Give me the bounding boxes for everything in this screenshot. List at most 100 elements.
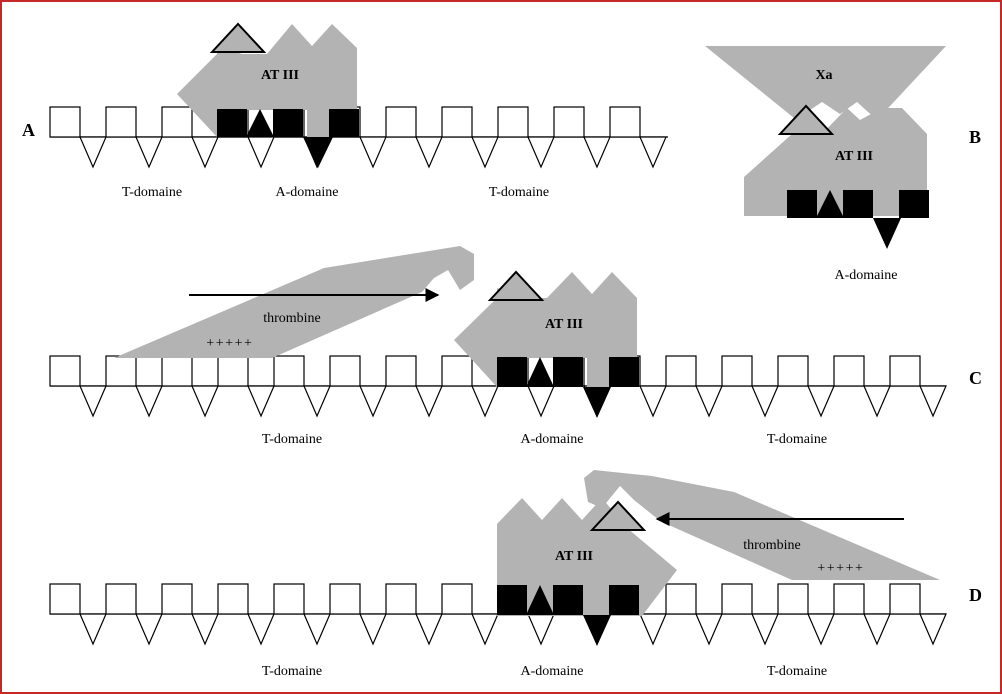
thrombin-label-d: thrombine bbox=[743, 538, 801, 553]
saccharide-triangle bbox=[247, 136, 275, 169]
saccharide-triangle bbox=[415, 136, 443, 169]
saccharide-triangle bbox=[247, 385, 275, 418]
panel-letter-d: D bbox=[969, 585, 982, 605]
saccharide-triangle bbox=[639, 385, 667, 418]
saccharide-triangle bbox=[135, 385, 163, 418]
saccharide-triangle bbox=[583, 136, 611, 169]
saccharide-triangle bbox=[79, 136, 107, 169]
panel-c: thrombine +++++ AT III C T-domaine A-dom… bbox=[49, 246, 982, 447]
t-domain-label-c-right: T-domaine bbox=[767, 432, 827, 447]
saccharide-square bbox=[161, 355, 193, 387]
positive-charges-c: +++++ bbox=[205, 336, 252, 351]
saccharide-square bbox=[721, 583, 753, 615]
at3-binding-triangle-d bbox=[589, 500, 647, 531]
saccharide-square bbox=[665, 583, 697, 615]
saccharide-square bbox=[441, 583, 473, 615]
at3-label-d: AT III bbox=[555, 549, 593, 564]
t-domain-label-a-left: T-domaine bbox=[122, 185, 182, 200]
at3-label-b: AT III bbox=[835, 149, 873, 164]
panel-a: AT III A T-domaine A-domaine T-domaine bbox=[22, 22, 668, 200]
saccharide-square bbox=[385, 355, 417, 387]
saccharide-square bbox=[777, 583, 809, 615]
saccharide-square bbox=[777, 355, 809, 387]
saccharide-triangle bbox=[471, 136, 499, 169]
saccharide-triangle bbox=[79, 385, 107, 418]
saccharide-square bbox=[161, 583, 193, 615]
saccharide-triangle bbox=[695, 385, 723, 418]
saccharide-triangle bbox=[863, 613, 891, 646]
saccharide-triangle bbox=[471, 613, 499, 646]
saccharide-square bbox=[217, 583, 249, 615]
saccharide-triangle bbox=[807, 385, 835, 418]
saccharide-square bbox=[889, 583, 921, 615]
at3-protein-b bbox=[744, 108, 927, 216]
saccharide-triangle bbox=[527, 613, 555, 646]
thrombin-protein-c bbox=[114, 246, 474, 358]
saccharide-triangle bbox=[191, 385, 219, 418]
saccharide-square bbox=[441, 355, 473, 387]
a-domain-label-a: A-domaine bbox=[276, 185, 339, 200]
saccharide-square bbox=[329, 355, 361, 387]
panel-letter-b: B bbox=[969, 127, 981, 147]
saccharide-square bbox=[665, 355, 697, 387]
saccharide-triangle bbox=[359, 136, 387, 169]
saccharide-square bbox=[49, 106, 81, 138]
saccharide-triangle bbox=[751, 385, 779, 418]
a-domain-label-d: A-domaine bbox=[521, 664, 584, 679]
saccharide-square bbox=[609, 106, 641, 138]
t-domain-label-a-right: T-domaine bbox=[489, 185, 549, 200]
pentasaccharide-c bbox=[497, 357, 639, 418]
saccharide-triangle bbox=[919, 613, 947, 646]
at3-label-a: AT III bbox=[261, 68, 299, 83]
saccharide-triangle bbox=[919, 385, 947, 418]
saccharide-square bbox=[889, 355, 921, 387]
saccharide-triangle bbox=[415, 385, 443, 418]
saccharide-triangle bbox=[135, 613, 163, 646]
factor-xa-protein bbox=[705, 46, 946, 122]
at3-binding-triangle-c bbox=[487, 270, 545, 301]
saccharide-triangle bbox=[135, 136, 163, 169]
saccharide-square bbox=[161, 106, 193, 138]
saccharide-square bbox=[49, 355, 81, 387]
panel-d: thrombine +++++ AT III D T-domaine A-dom… bbox=[49, 470, 982, 679]
saccharide-square bbox=[833, 583, 865, 615]
saccharide-square bbox=[217, 355, 249, 387]
pentasaccharide-a bbox=[217, 109, 359, 168]
thrombin-protein-d bbox=[584, 470, 940, 580]
saccharide-triangle bbox=[359, 385, 387, 418]
panel-b: Xa AT III B A-domaine bbox=[705, 46, 981, 283]
saccharide-square bbox=[105, 583, 137, 615]
saccharide-triangle bbox=[359, 613, 387, 646]
saccharide-square bbox=[105, 355, 137, 387]
saccharide-square bbox=[833, 355, 865, 387]
pentasaccharide-d bbox=[497, 585, 639, 646]
saccharide-triangle bbox=[415, 613, 443, 646]
at3-binding-triangle-b bbox=[777, 104, 835, 135]
saccharide-triangle bbox=[639, 136, 667, 169]
a-domain-label-b: A-domaine bbox=[835, 268, 898, 283]
saccharide-square bbox=[329, 583, 361, 615]
saccharide-square bbox=[273, 583, 305, 615]
saccharide-square bbox=[385, 583, 417, 615]
t-domain-label-c-left: T-domaine bbox=[262, 432, 322, 447]
saccharide-square bbox=[385, 106, 417, 138]
at3-label-c: AT III bbox=[545, 317, 583, 332]
at3-binding-triangle-a bbox=[209, 22, 267, 53]
saccharide-triangle bbox=[79, 613, 107, 646]
saccharide-square bbox=[497, 106, 529, 138]
saccharide-triangle bbox=[527, 136, 555, 169]
panel-letter-a: A bbox=[22, 120, 35, 140]
saccharide-triangle bbox=[863, 385, 891, 418]
saccharide-square bbox=[721, 355, 753, 387]
saccharide-square bbox=[273, 355, 305, 387]
saccharide-square bbox=[105, 106, 137, 138]
saccharide-triangle bbox=[695, 613, 723, 646]
saccharide-square bbox=[49, 583, 81, 615]
saccharide-triangle bbox=[807, 613, 835, 646]
t-domain-label-d-right: T-domaine bbox=[767, 664, 827, 679]
t-domain-label-d-left: T-domaine bbox=[262, 664, 322, 679]
saccharide-triangle bbox=[471, 385, 499, 418]
saccharide-triangle bbox=[303, 613, 331, 646]
thrombin-label-c: thrombine bbox=[263, 311, 321, 326]
